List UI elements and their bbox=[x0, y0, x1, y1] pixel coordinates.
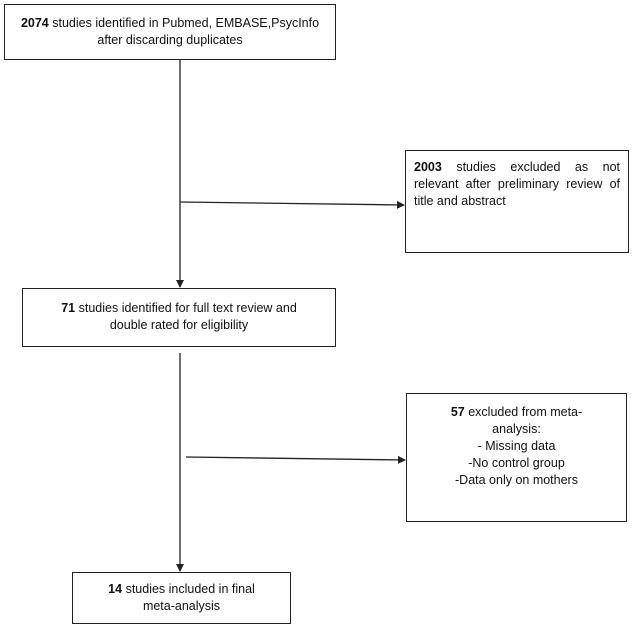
box-full-text-review: 71 studies identified for full text revi… bbox=[22, 288, 336, 347]
full-text-text-2: double rated for eligibility bbox=[109, 318, 249, 332]
box-excluded-meta-line-1: 57 excluded from meta- bbox=[407, 404, 626, 421]
exclusion-reason: -Data only on mothers bbox=[455, 473, 578, 487]
box-studies-identified: 2074 studies identified in Pubmed, EMBAS… bbox=[4, 4, 336, 60]
identified-text-1: studies identified in Pubmed, EMBASE,Psy… bbox=[52, 16, 320, 30]
box-included: 14 studies included in final meta-analys… bbox=[72, 572, 291, 624]
excluded-meta-text-1: excluded from meta- bbox=[468, 405, 583, 419]
arrow-to-excluded-preliminary bbox=[179, 200, 405, 209]
count-excluded-meta: 57 bbox=[450, 405, 465, 419]
box-excluded-meta: 57 excluded from meta- analysis: - Missi… bbox=[406, 393, 627, 522]
box-identified-line-1: 2074 studies identified in Pubmed, EMBAS… bbox=[5, 15, 335, 32]
included-text-1: studies included in final bbox=[125, 582, 255, 596]
included-text-2: meta-analysis bbox=[142, 599, 221, 613]
exclusion-reason: - Missing data bbox=[477, 439, 556, 453]
full-text-text-1: studies identified for full text review … bbox=[78, 301, 297, 315]
excluded-preliminary-text: studies excluded as not relevant after p… bbox=[414, 160, 620, 208]
exclusion-reason: -No control group bbox=[468, 456, 565, 470]
arrow-to-excluded-meta bbox=[185, 455, 406, 464]
count-full-text: 71 bbox=[61, 301, 76, 315]
box-fulltext-line-1: 71 studies identified for full text revi… bbox=[23, 300, 335, 317]
excluded-meta-text-2: analysis: bbox=[492, 422, 541, 436]
box-excluded-preliminary: 2003 studies excluded as not relevant af… bbox=[405, 150, 629, 253]
count-excluded-preliminary: 2003 bbox=[414, 160, 442, 174]
box-included-line-1: 14 studies included in final bbox=[73, 581, 290, 598]
count-identified: 2074 bbox=[20, 16, 49, 30]
identified-text-2: after discarding duplicates bbox=[97, 33, 243, 47]
count-included: 14 bbox=[108, 582, 123, 596]
